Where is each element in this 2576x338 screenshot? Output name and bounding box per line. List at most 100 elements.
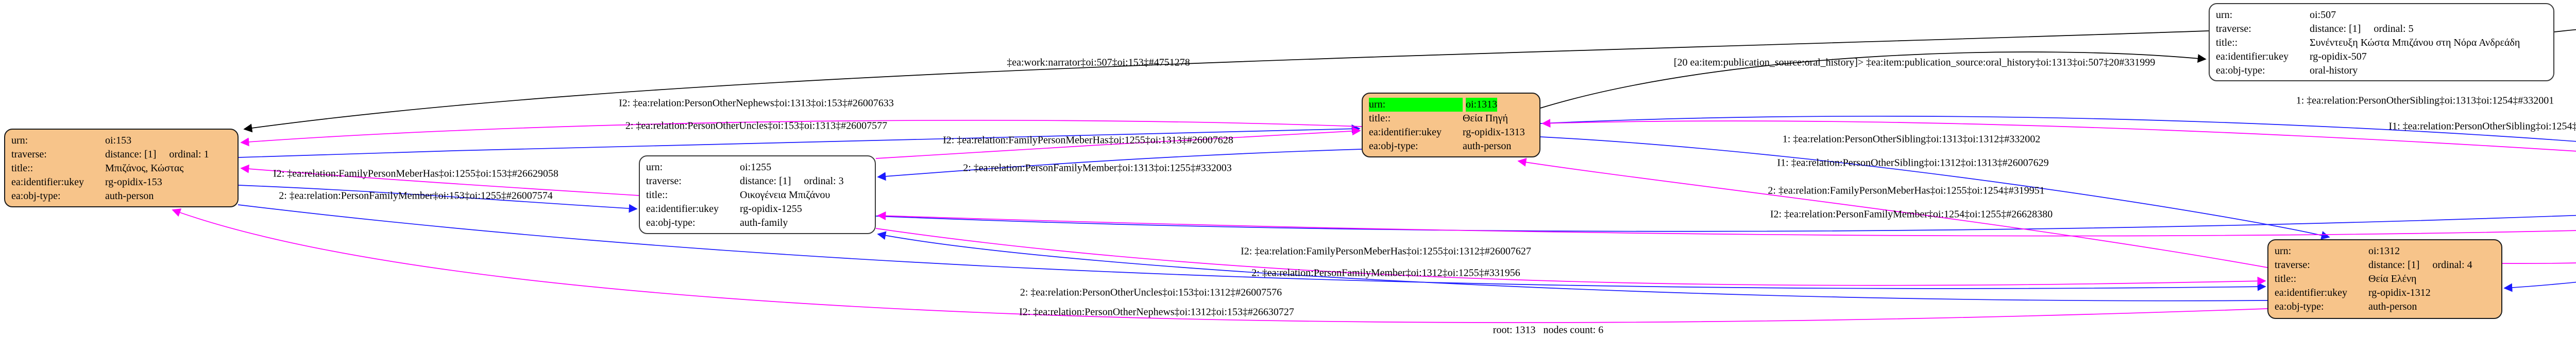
field-value: distance: [1] ordinal: 4 xyxy=(2368,259,2472,271)
field-key: ea:identifier:ukey xyxy=(1369,127,1442,138)
field-key: traverse: xyxy=(2216,23,2251,34)
field-value: oi:507 xyxy=(2310,9,2336,21)
edge-publication-1313-507 xyxy=(1540,51,2207,109)
node-row-root-highlight: urn:oi:1313 xyxy=(1369,98,1533,112)
field-key: title:: xyxy=(2275,273,2297,284)
edge-label-sibling-1254-1313: I1: ‡ea:relation:PersonOtherSibling‡oi:1… xyxy=(2388,120,2576,132)
node-oi-507: urn: oi:507 traverse: distance: [1] ordina… xyxy=(2209,3,2554,81)
edge-label-narrator: ‡ea:work:narrator‡oi:507‡oi:153‡#4751278 xyxy=(1007,57,1190,68)
edge-label-sibling-1313-1254: 1: ‡ea:relation:PersonOtherSibling‡oi:13… xyxy=(2296,95,2554,106)
field-value: oi:1313 xyxy=(1466,98,1498,112)
edge-label-familymember-1313-1255: 2: ‡ea:relation:PersonFamilyMember‡oi:13… xyxy=(963,162,1232,174)
field-key: ea:obj-type: xyxy=(1369,140,1418,152)
field-key: urn: xyxy=(2275,245,2292,257)
edge-memberhas-1255-1254 xyxy=(875,215,2576,232)
edge-familymember-1313-1255 xyxy=(877,149,1362,181)
node-oi-1255: urn:oi:1255 traverse:distance: [1] ordin… xyxy=(639,155,876,234)
node-row: title::Συνέντευξη Κώστα Μπιζάνου στη Νόρ… xyxy=(2216,36,2547,50)
node-row: traverse: distance: [1] ordinal: 5 xyxy=(2216,22,2547,36)
field-key: urn: xyxy=(1369,98,1463,112)
node-row: title::Θεία Ελένη xyxy=(2275,272,2495,286)
node-oi-1312: urn: oi:1312 traverse: distance: [1] ordin… xyxy=(2267,239,2502,319)
node-row: ea:obj-type:auth-person xyxy=(11,189,231,203)
edge-familymember-1312-1255 xyxy=(877,231,2268,301)
edge-familymember-1254-1255 xyxy=(877,211,2576,237)
node-row: title::Θεία Πηγή xyxy=(1369,112,1533,126)
edge-label-publication: [20 ea:item:publication_source:oral_hist… xyxy=(1673,57,2156,68)
edge-label-sibling-1313-1312: 1: ‡ea:relation:PersonOtherSibling‡oi:13… xyxy=(1782,133,2041,145)
field-key: urn: xyxy=(646,162,663,173)
edge-familymember-153-1255 xyxy=(238,185,638,213)
edge-memberhas-1255-1312 xyxy=(875,228,2266,286)
node-oi-153: urn:oi:153 traverse:distance: [1] ordina… xyxy=(4,129,239,207)
node-row: traverse: distance: [1] ordinal: 1 xyxy=(11,148,231,162)
edge-label-sibling-1312-1313: I1: ‡ea:relation:PersonOtherSibling‡oi:1… xyxy=(1777,157,2049,169)
field-key: ea:identifier:ukey xyxy=(11,176,84,188)
node-row: urn: oi:1312 xyxy=(2275,244,2495,258)
edge-uncles-153-1312 xyxy=(238,204,2266,291)
field-key: ea:identifier:ukey xyxy=(2275,287,2348,298)
field-key: title:: xyxy=(2216,37,2238,48)
edge-memberhas-1255-153 xyxy=(240,164,639,196)
field-key: title:: xyxy=(11,163,33,174)
node-row: ea:obj-type: auth-family xyxy=(646,216,869,230)
edge-nephews-1313-153 xyxy=(240,119,1362,147)
node-row: ea:obj-type:oral-history xyxy=(2216,64,2547,78)
field-key: title:: xyxy=(646,189,668,201)
edge-label-familymember-1254-1255: I2: ‡ea:relation:PersonFamilyMember‡oi:1… xyxy=(1770,208,2053,220)
field-value: rg-opidix-1312 xyxy=(2368,287,2431,298)
field-value: Συνέντευξη Κώστα Μπιζάνου στη Νόρα Ανδρε… xyxy=(2310,37,2520,48)
edge-sibling-1312-1254 xyxy=(2502,262,2576,264)
edge-label-uncles-153-1312: 2: ‡ea:relation:PersonOtherUncles‡oi:153… xyxy=(1020,287,1282,298)
field-value: auth-person xyxy=(2368,301,2417,312)
field-value: oi:153 xyxy=(105,135,132,146)
field-value: Θεία Πηγή xyxy=(1463,113,1508,124)
node-row: ea:obj-type: auth-person xyxy=(1369,139,1533,153)
field-key: ea:obj-type: xyxy=(646,217,696,228)
edge-label-nephews-1312-153: I2: ‡ea:relation:PersonOtherNephews‡oi:1… xyxy=(1019,306,1294,318)
field-value: oi:1312 xyxy=(2368,245,2400,257)
field-value: distance: [1] ordinal: 3 xyxy=(740,175,844,187)
edge-label-familymember-153-1255: 2: ‡ea:relation:PersonFamilyMember‡oi:15… xyxy=(279,190,553,202)
field-value: oral-history xyxy=(2310,65,2358,76)
edge-sibling-1313-1254 xyxy=(1540,115,2576,142)
edge-memberhas-1255-1313 xyxy=(875,127,1361,159)
edge-label-memberhas-1255-153: I2: ‡ea:relation:FamilyPersonMeberHas‡oi… xyxy=(273,168,558,180)
edge-sibling-1254-1313 xyxy=(1541,119,2576,152)
field-value: Μπιζάνος, Κώστας xyxy=(105,163,184,174)
field-value: rg-opidix-1313 xyxy=(1463,127,1525,138)
node-row: urn: oi:507 xyxy=(2216,8,2547,22)
field-value: Οικογένεια Μπιζάνου xyxy=(740,189,831,201)
field-key: urn: xyxy=(2216,9,2233,21)
edge-nephews-1312-153 xyxy=(172,208,2268,323)
field-key: traverse: xyxy=(11,149,47,160)
field-value: distance: [1] ordinal: 5 xyxy=(2310,23,2414,34)
node-row: ea:identifier:ukey rg-opidix-1313 xyxy=(1369,126,1533,139)
node-row: urn:oi:1255 xyxy=(646,161,869,174)
edge-label-familymember-1312-1255: 2: ‡ea:relation:PersonFamilyMember‡oi:13… xyxy=(1251,267,1520,279)
edge-narrator-507-153 xyxy=(243,30,2209,133)
field-value: rg-opidix-507 xyxy=(2310,51,2367,62)
graph-footer-summary: root: 1313 nodes count: 6 xyxy=(1493,324,1604,336)
edge-label-uncles-153-1313: 2: ‡ea:relation:PersonOtherUncles‡oi:153… xyxy=(625,120,888,132)
node-row: ea:obj-type: auth-person xyxy=(2275,300,2495,314)
field-value: rg-opidix-1255 xyxy=(740,203,802,215)
node-row: title::Μπιζάνος, Κώστας xyxy=(11,162,231,175)
edge-sibling-1312-1313 xyxy=(1517,158,2268,268)
field-value: Θεία Ελένη xyxy=(2368,273,2417,284)
field-value: auth-family xyxy=(740,217,788,228)
field-key: ea:identifier:ukey xyxy=(646,203,719,215)
node-row: ea:identifier:ukey rg-opidix-1255 xyxy=(646,202,869,216)
field-value: distance: [1] ordinal: 1 xyxy=(105,149,209,160)
field-key: title:: xyxy=(1369,113,1391,124)
edge-label-nephews-1313-153: I2: ‡ea:relation:PersonOtherNephews‡oi:1… xyxy=(619,97,894,109)
edge-sibling-1254-1312 xyxy=(2503,281,2576,292)
edge-label-memberhas-1255-1312: I2: ‡ea:relation:FamilyPersonMeberHas‡oi… xyxy=(1241,245,1531,257)
field-key: traverse: xyxy=(2275,259,2310,271)
field-value: auth-person xyxy=(1463,140,1512,152)
node-row: traverse:distance: [1] ordinal: 3 xyxy=(646,174,869,188)
field-key: ea:obj-type: xyxy=(2275,301,2324,312)
